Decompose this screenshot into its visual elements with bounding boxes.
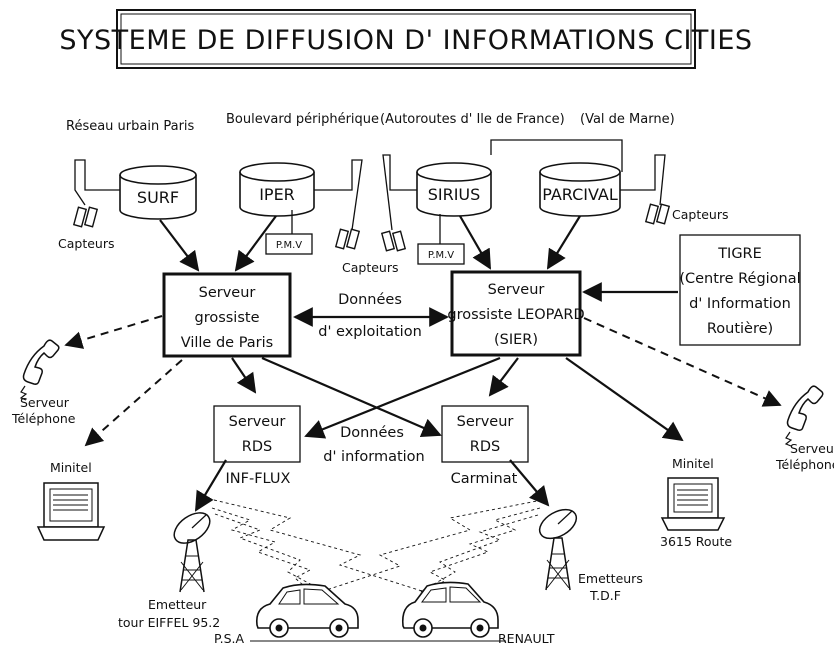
capteurs-label: Capteurs (58, 236, 115, 251)
db-surf-label: SURF (137, 188, 179, 207)
db-iper: IPER (239, 162, 315, 217)
capteurs-label: Capteurs (672, 207, 729, 222)
svg-text:Serveur: Serveur (199, 285, 256, 301)
pmv-label: P.M.V (276, 240, 302, 251)
svg-text:Routière): Routière) (707, 321, 773, 337)
radio-wave (211, 499, 543, 599)
tigre-box: TIGRE (Centre Régional d' Information Ro… (679, 234, 801, 346)
db-sirius: SIRIUS (416, 162, 492, 217)
svg-text:RDS: RDS (242, 439, 272, 455)
car-renault-label: RENAULT (498, 631, 555, 646)
page-title: SYSTEME DE DIFFUSION D' INFORMATIONS CIT… (59, 25, 752, 56)
emitter-left-label: tour EIFFEL 95.2 (118, 615, 220, 630)
svg-text:grossiste LEOPARD: grossiste LEOPARD (447, 307, 584, 323)
db-surf: SURF (119, 165, 197, 220)
donnees-exploitation-label: Données (338, 292, 402, 308)
phone-right-label: Téléphone (775, 457, 834, 472)
label-val-de-marne: (Val de Marne) (580, 112, 675, 127)
emitter-right-label: T.D.F (589, 588, 621, 603)
db-sirius-label: SIRIUS (428, 185, 481, 204)
pmv-box: P.M.V (265, 233, 313, 255)
rds-left-box: Serveur RDS (213, 405, 301, 463)
label-peripherique: Boulevard périphérique (226, 112, 379, 127)
telephone-icon (19, 339, 60, 401)
svg-text:Serveur: Serveur (229, 414, 286, 430)
minitel-right-label: Minitel (672, 456, 714, 471)
antenna-icon (173, 512, 211, 593)
pmv-label: P.M.V (428, 250, 454, 261)
svg-text:Ville de Paris: Ville de Paris (181, 335, 273, 351)
sensor-icon (644, 203, 671, 225)
svg-text:Serveur: Serveur (488, 282, 545, 298)
minitel-icon (36, 482, 106, 541)
donnees-information-label: d' information (323, 449, 425, 465)
svg-text:d' Information: d' Information (689, 296, 791, 312)
db-parcival: PARCIVAL (539, 162, 621, 217)
db-iper-label: IPER (259, 185, 295, 204)
emitter-left-label: Emetteur (148, 597, 207, 612)
server-leopard-box: Serveur grossiste LEOPARD (SIER) (447, 270, 585, 357)
donnees-exploitation-label: d' exploitation (318, 324, 422, 340)
svg-text:Serveur: Serveur (457, 414, 514, 430)
svg-text:TIGRE: TIGRE (717, 246, 762, 262)
rds-right-box: Serveur RDS (441, 405, 529, 463)
minitel-icon (660, 477, 726, 531)
sensor-icon (72, 206, 99, 228)
svg-text:RDS: RDS (470, 439, 500, 455)
svg-text:(Centre Régional: (Centre Régional (679, 271, 800, 287)
db-parcival-label: PARCIVAL (542, 185, 618, 204)
label-autoroutes: (Autoroutes d' Ile de France) (380, 112, 565, 127)
server-paris-box: Serveur grossiste Ville de Paris (162, 272, 292, 358)
label-reseau-paris: Réseau urbain Paris (66, 119, 195, 134)
phone-right-label: Serveur (790, 441, 834, 456)
phone-left-label: Téléphone (11, 411, 76, 426)
car-psa-label: P.S.A (214, 631, 244, 646)
rds-left-sub: INF-FLUX (226, 471, 291, 487)
sensor-icon (380, 230, 407, 252)
title-box: SYSTEME DE DIFFUSION D' INFORMATIONS CIT… (59, 9, 752, 69)
svg-text:grossiste: grossiste (194, 310, 259, 326)
antenna-icon (538, 508, 578, 591)
minitel-left-label: Minitel (50, 460, 92, 475)
emitter-right-label: Emetteurs (578, 571, 643, 586)
telephone-icon (784, 385, 824, 447)
rds-right-sub: Carminat (451, 471, 518, 487)
sensor-icon (334, 228, 361, 250)
svg-text:(SIER): (SIER) (494, 332, 538, 348)
minitel-right-sub: 3615 Route (660, 534, 732, 549)
car-icon (401, 581, 499, 638)
donnees-information-label: Données (340, 425, 404, 441)
phone-left-label: Serveur (20, 395, 70, 410)
car-icon (255, 583, 359, 638)
pmv-box: P.M.V (417, 243, 465, 265)
capteurs-label: Capteurs (342, 260, 399, 275)
